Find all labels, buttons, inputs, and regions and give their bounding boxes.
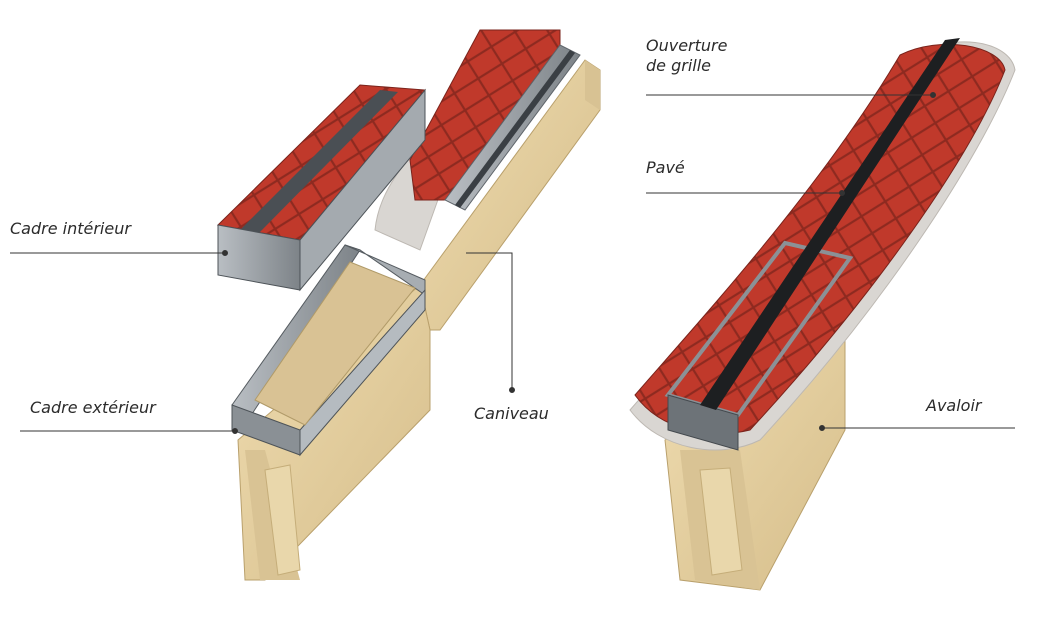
cadre-exterieur-box xyxy=(231,244,431,581)
leader-dot-pave xyxy=(839,190,845,196)
label-pave: Pavé xyxy=(646,158,685,177)
label-cadre-interieur: Cadre intérieur xyxy=(10,219,131,238)
leader-dot-cadre-interieur xyxy=(222,250,228,256)
leader-dot-ouverture xyxy=(930,92,936,98)
label-ouverture-line1: Ouverture xyxy=(646,36,728,55)
leader-lines xyxy=(10,92,1015,434)
label-ouverture-de-grille: Ouverture de grille xyxy=(646,36,727,76)
leader-dot-caniveau xyxy=(509,387,515,393)
label-cadre-exterieur: Cadre extérieur xyxy=(30,398,156,417)
label-avaloir: Avaloir xyxy=(926,396,982,415)
leader-dot-cadre-exterieur xyxy=(232,428,238,434)
label-caniveau: Caniveau xyxy=(474,404,549,423)
leader-dot-avaloir xyxy=(819,425,825,431)
caniveau-channel xyxy=(374,29,601,331)
ouverture-slot xyxy=(700,38,960,410)
leader-caniveau xyxy=(466,252,513,390)
cadre-interieur-box xyxy=(216,84,427,292)
label-ouverture-line2: de grille xyxy=(646,56,711,75)
